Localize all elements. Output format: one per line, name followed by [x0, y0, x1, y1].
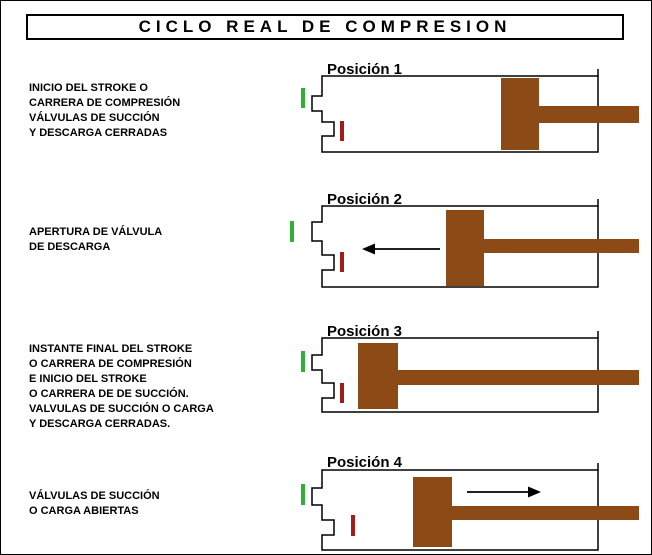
position-3-label: Posición 3 — [327, 323, 402, 340]
stage-4-description: VÁLVULAS DE SUCCIÓN O CARGA ABIERTAS — [29, 489, 160, 519]
discharge-valve — [340, 121, 344, 141]
stage-2-description-line: DE DESCARGA — [29, 241, 111, 253]
stage-3-description-line: O CARRERA DE COMPRESIÓN — [29, 358, 192, 370]
piston-head — [413, 477, 452, 547]
stage-1-description-line: CARRERA DE COMPRESIÓN — [29, 97, 181, 109]
suction-valve — [301, 88, 305, 108]
motion-arrow-right — [467, 486, 541, 498]
title-box: CICLO REAL DE COMPRESION — [26, 14, 624, 40]
motion-arrow-left — [362, 243, 440, 255]
piston-head — [358, 343, 398, 409]
stage-3-description-line: O CARRERA DE DE SUCCIÓN. — [29, 388, 189, 400]
piston-rod — [539, 106, 639, 123]
stage-2-description: APERTURA DE VÁLVULA DE DESCARGA — [29, 225, 162, 255]
discharge-valve — [340, 383, 344, 403]
cylinder-outline — [311, 469, 599, 551]
cylinder-outline — [311, 75, 599, 153]
piston-rod — [452, 506, 639, 520]
stage-2-diagram: Posición 2 — [290, 191, 639, 288]
piston-rod — [484, 239, 639, 253]
piston-rod — [398, 370, 639, 385]
piston-head — [501, 78, 539, 150]
stage-3-description-line: INSTANTE FINAL DEL STROKE — [29, 343, 193, 355]
stage-4-description-line: VÁLVULAS DE SUCCIÓN — [29, 490, 160, 502]
stage-1-description-line: INICIO DEL STROKE O — [29, 82, 148, 94]
stage-3-description-line: Y DESCARGA CERRADAS. — [29, 418, 171, 430]
stage-2-description-line: APERTURA DE VÁLVULA — [29, 226, 163, 238]
discharge-valve — [351, 515, 355, 536]
suction-valve — [290, 221, 294, 242]
suction-valve — [301, 351, 305, 372]
stage-1-description: INICIO DEL STROKE O CARRERA DE COMPRESIÓ… — [29, 81, 180, 141]
diagram-title: CICLO REAL DE COMPRESION — [138, 17, 512, 36]
stage-4-diagram: Posición 4 — [301, 454, 639, 551]
position-1-label: Posición 1 — [327, 61, 402, 78]
stage-1-description-line: Y DESCARGA CERRADAS — [29, 127, 168, 139]
stage-3-description-line: E INICIO DEL STROKE — [29, 373, 147, 385]
stage-1-diagram: Posición 1 — [301, 61, 639, 153]
stage-4-description-line: O CARGA ABIERTAS — [29, 505, 139, 517]
stage-3-description: INSTANTE FINAL DEL STROKE O CARRERA DE C… — [29, 342, 214, 432]
suction-valve — [301, 484, 305, 505]
stage-3-diagram: Posición 3 — [301, 323, 639, 413]
position-4-label: Posición 4 — [327, 454, 403, 471]
stage-1-description-line: VÁLVULAS DE SUCCIÓN — [29, 112, 160, 124]
stage-3-description-line: VALVULAS DE SUCCIÓN O CARGA — [29, 403, 214, 415]
piston-head — [446, 210, 484, 286]
cylinder-outline — [311, 337, 599, 413]
discharge-valve — [340, 252, 344, 272]
cylinder-outline — [311, 205, 599, 288]
position-2-label: Posición 2 — [327, 191, 402, 208]
